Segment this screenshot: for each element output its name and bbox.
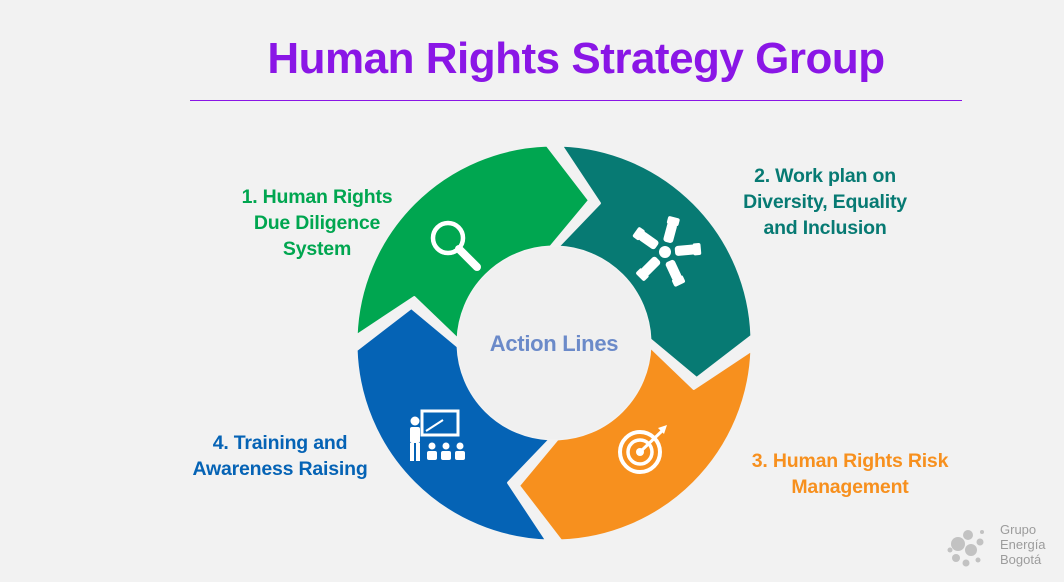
hands-icon <box>632 216 702 287</box>
title-divider <box>190 100 962 101</box>
logo <box>947 530 984 567</box>
page-title: Human Rights Strategy Group <box>267 34 885 83</box>
segment-1-label: 1. Human Rights Due Diligence System <box>241 186 393 260</box>
magnifier-icon <box>430 220 481 271</box>
segment-2-label: 2. Work plan on Diversity, Equality and … <box>743 165 907 239</box>
center-circle <box>458 247 650 439</box>
target-icon <box>618 425 667 474</box>
logo-text: Grupo Energía Bogotá <box>1000 522 1046 567</box>
segment-3-label: 3. Human Rights Risk Management <box>751 450 949 498</box>
segment-4-label: 4. Training and Awareness Raising <box>192 432 368 480</box>
center-label: Action Lines <box>489 331 619 356</box>
presentation-icon <box>410 409 465 461</box>
